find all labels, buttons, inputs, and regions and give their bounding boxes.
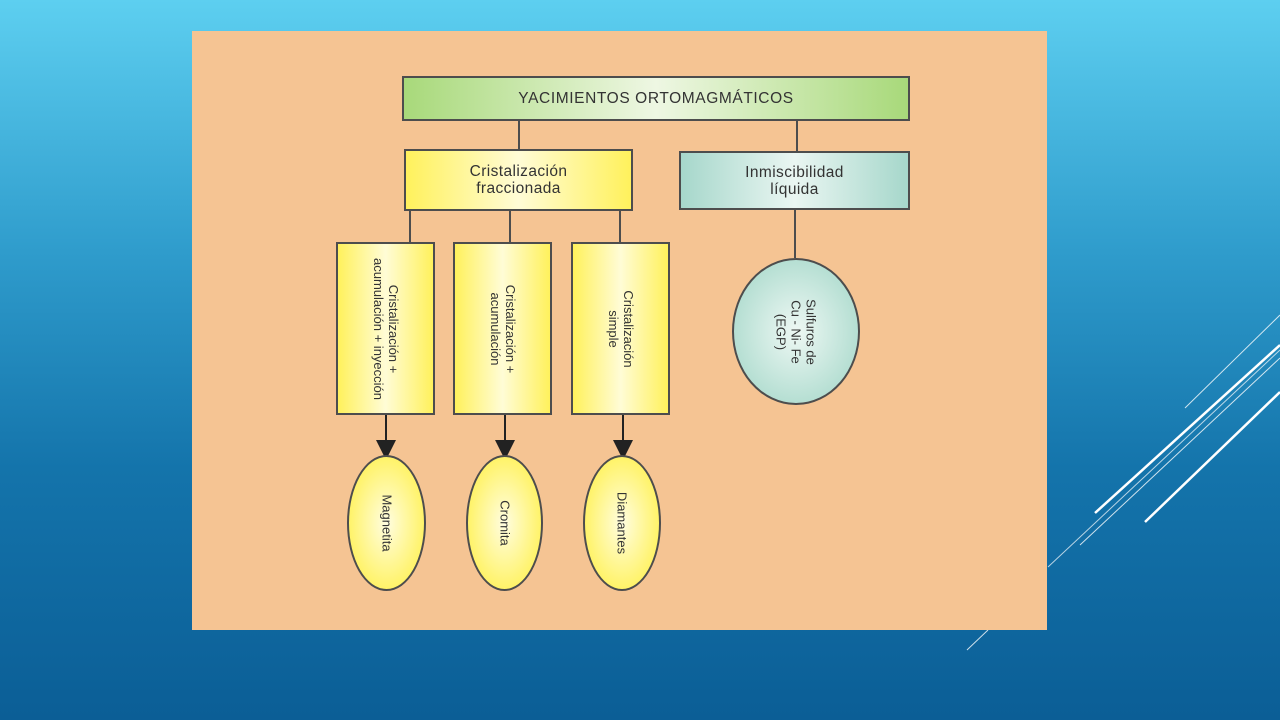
result-oval-diamantes: Diamantes	[583, 455, 661, 591]
result-oval-sulfuros: Sulfuros de Cu - Ni- Fe (EGP)	[732, 258, 860, 405]
process-1-line2: acumulación + inyección	[370, 257, 386, 400]
cristalizacion-fraccionada-box: Cristalización fraccionada	[404, 149, 633, 211]
process-box-3: Cristalización simple	[571, 242, 670, 415]
process-1-line1: Cristalización +	[385, 284, 401, 373]
sulfuros-line2: Cu - Ni- Fe	[788, 299, 804, 364]
diagram-title-box: YACIMIENTOS ORTOMAGMÁTICOS	[402, 76, 910, 121]
process-box-2: Cristalización + acumulación	[453, 242, 552, 415]
cristalizacion-fraccionada-line2: fraccionada	[476, 180, 561, 197]
process-3-line2: simple	[605, 309, 621, 348]
diagram-panel: YACIMIENTOS ORTOMAGMÁTICOS Cristalizació…	[192, 31, 1047, 630]
cristalizacion-fraccionada-line1: Cristalización	[469, 163, 568, 180]
inmiscibilidad-liquida-line1: Inmiscibilidad	[745, 163, 844, 181]
process-box-1: Cristalización + acumulación + inyección	[336, 242, 435, 415]
result-oval-cromita: Cromita	[466, 455, 543, 591]
process-3-line1: Cristalización	[620, 289, 636, 368]
process-2-line2: acumulación	[487, 291, 503, 365]
inmiscibilidad-liquida-box: Inmiscibilidad líquida	[679, 151, 910, 210]
diagram-connectors	[376, 121, 798, 460]
inmiscibilidad-liquida-line2: líquida	[770, 180, 819, 198]
sulfuros-line3: (EGP)	[773, 313, 789, 350]
result-oval-magnetita: Magnetita	[347, 455, 426, 591]
result-cromita-label: Cromita	[497, 500, 512, 546]
diagram-title: YACIMIENTOS ORTOMAGMÁTICOS	[518, 90, 794, 107]
process-2-line1: Cristalización +	[502, 284, 518, 373]
result-magnetita-label: Magnetita	[379, 494, 394, 552]
result-diamantes-label: Diamantes	[614, 491, 630, 555]
sulfuros-line1: Sulfuros de	[803, 298, 819, 365]
